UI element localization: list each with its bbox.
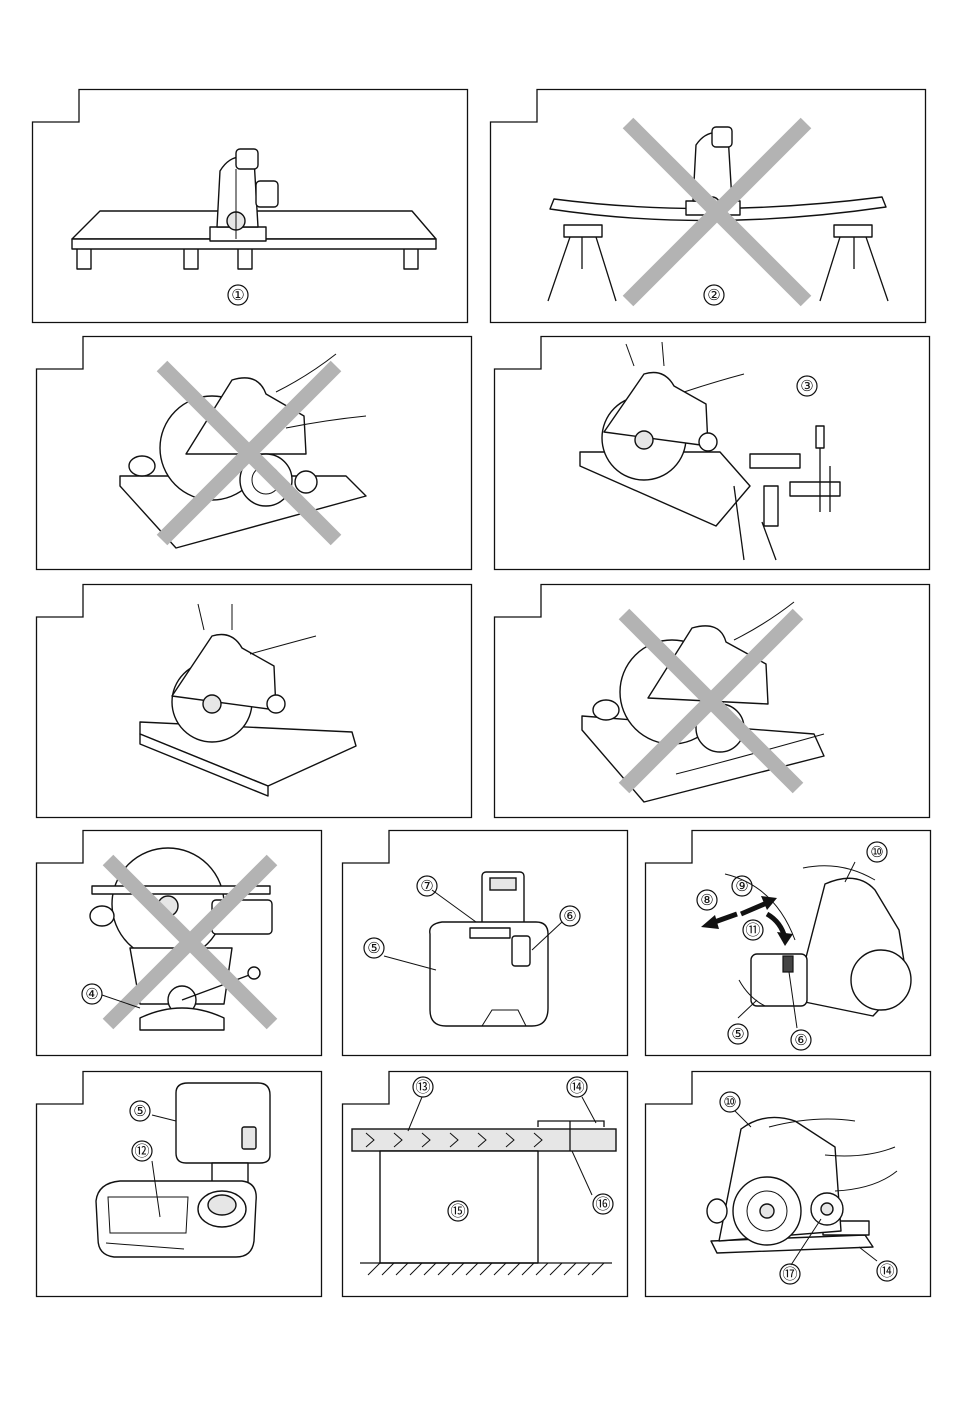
callout-number: ⑫ — [134, 1142, 149, 1160]
figure-panel-3 — [36, 336, 472, 570]
callout-number: ⑦ — [420, 877, 433, 895]
figure-panel-7: ④ — [36, 830, 322, 1056]
callout-number: ⑬ — [415, 1078, 430, 1096]
figure-panel-10: ⑤ ⑫ — [36, 1071, 322, 1297]
battery-and-charger-illustration — [96, 1083, 270, 1257]
callout-number: ⑨ — [735, 877, 748, 895]
callout-number: ② — [707, 286, 720, 304]
callout-number: ⑩ — [723, 1093, 736, 1111]
callout-number: ⑭ — [879, 1262, 894, 1280]
callout-number: ⑤ — [367, 939, 380, 957]
battery-removal-illustration — [725, 866, 911, 1016]
callout-number: ⑤ — [731, 1025, 744, 1043]
figure-panel-12: ⑩ ⑰ ⑭ — [645, 1071, 931, 1297]
callout-number: ⑥ — [563, 907, 576, 925]
saw-side-view-illustration — [707, 1117, 897, 1253]
figure-panel-9: ⑩ ⑨ ⑧ ⑪ ⑤ ⑥ — [645, 830, 931, 1056]
figure-panel-11: ⑬ ⑭ ⑮ ⑯ — [342, 1071, 628, 1297]
figure-panel-4: ③ — [494, 336, 930, 570]
callout-number: ⑪ — [745, 921, 760, 939]
callout-number: ⑥ — [794, 1031, 807, 1049]
callout-number: ⑰ — [782, 1265, 797, 1283]
figure-panel-6 — [494, 584, 930, 818]
figure-panel-1: ① — [32, 89, 468, 323]
figure-panel-5 — [36, 584, 472, 818]
callout-number: ⑭ — [569, 1078, 584, 1096]
battery-pack-illustration — [430, 872, 548, 1026]
supported-cutting-illustration — [140, 722, 356, 796]
callout-number: ④ — [85, 985, 98, 1003]
callout-number: ⑯ — [595, 1195, 610, 1213]
callout-number: ① — [231, 286, 244, 304]
callout-number: ⑧ — [700, 891, 713, 909]
callout-number: ⑤ — [133, 1102, 146, 1120]
circular-saw-illustration — [172, 604, 316, 742]
figure-panel-2: ② — [490, 89, 926, 323]
figure-panel-8: ⑦ ⑥ ⑤ — [342, 830, 628, 1056]
callout-number: ⑮ — [450, 1202, 465, 1220]
callout-number: ③ — [800, 377, 813, 395]
callout-number: ⑩ — [870, 843, 883, 861]
workbench-section-illustration — [352, 1121, 616, 1275]
